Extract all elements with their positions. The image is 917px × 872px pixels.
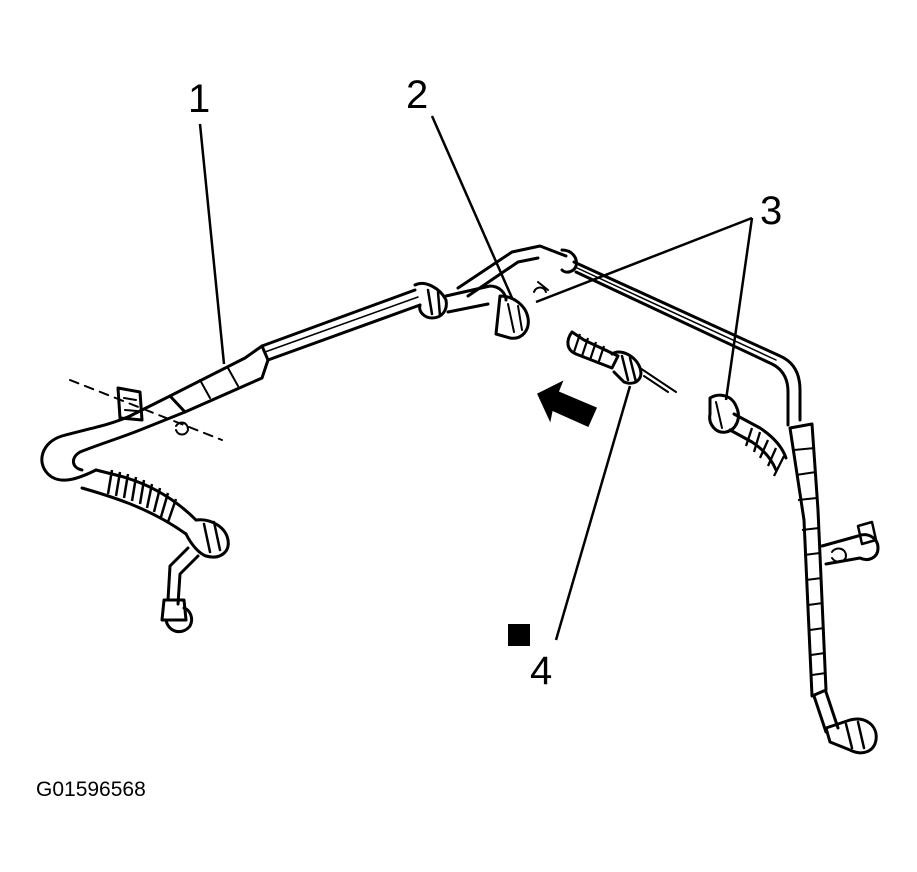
leader-3b (724, 217, 754, 401)
leader-lines (198, 115, 754, 641)
valve-component-4 (566, 330, 677, 393)
leader-4 (554, 385, 632, 641)
arrow-icon (537, 380, 597, 427)
center-pipe (444, 244, 802, 427)
leader-1 (198, 123, 226, 365)
callout-3: 3 (760, 189, 782, 233)
leader-2 (430, 115, 514, 299)
figure-code: G01596568 (36, 778, 146, 801)
left-hose-assembly (40, 282, 448, 634)
callout-2: 2 (406, 73, 428, 117)
leader-3a (535, 216, 753, 304)
callout-4: 4 (530, 649, 552, 693)
callout-1: 1 (188, 77, 210, 121)
square-marker-icon (508, 624, 530, 646)
right-hose-assembly (708, 393, 880, 755)
corrugation-ridges (106, 469, 178, 523)
